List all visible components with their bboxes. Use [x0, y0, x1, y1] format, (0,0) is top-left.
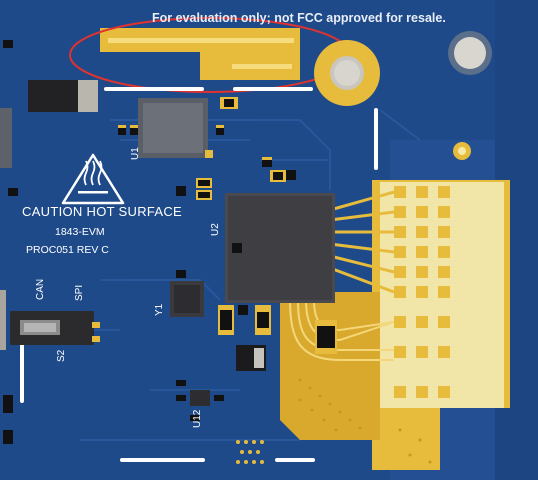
mounting-hole-silver — [448, 31, 492, 75]
edge-connector-pad — [100, 28, 300, 80]
switch-s2 — [10, 311, 94, 345]
crystal-y1 — [170, 281, 204, 317]
y1-label: Y1 — [154, 303, 165, 316]
chip-u1 — [138, 98, 208, 158]
smd-components — [3, 40, 337, 444]
antenna-array — [280, 180, 510, 470]
u1-label: U1 — [130, 147, 141, 160]
revision-label: PROC051 REV C — [26, 244, 109, 256]
caution-label: CAUTION HOT SURFACE — [22, 204, 183, 219]
hot-surface-warning-icon — [61, 153, 125, 205]
mounting-hole-gold — [314, 40, 380, 106]
spi-label: SPI — [74, 284, 85, 301]
chip-u2 — [225, 193, 335, 303]
switch-label: S2 — [56, 349, 67, 362]
board-name-label: 1843-EVM — [55, 226, 105, 238]
evaluation-banner: For evaluation only; not FCC approved fo… — [152, 11, 446, 25]
u2-label: U2 — [210, 223, 221, 236]
u12-label: U12 — [192, 409, 203, 428]
can-label: CAN — [35, 278, 46, 300]
inductor — [28, 80, 83, 112]
